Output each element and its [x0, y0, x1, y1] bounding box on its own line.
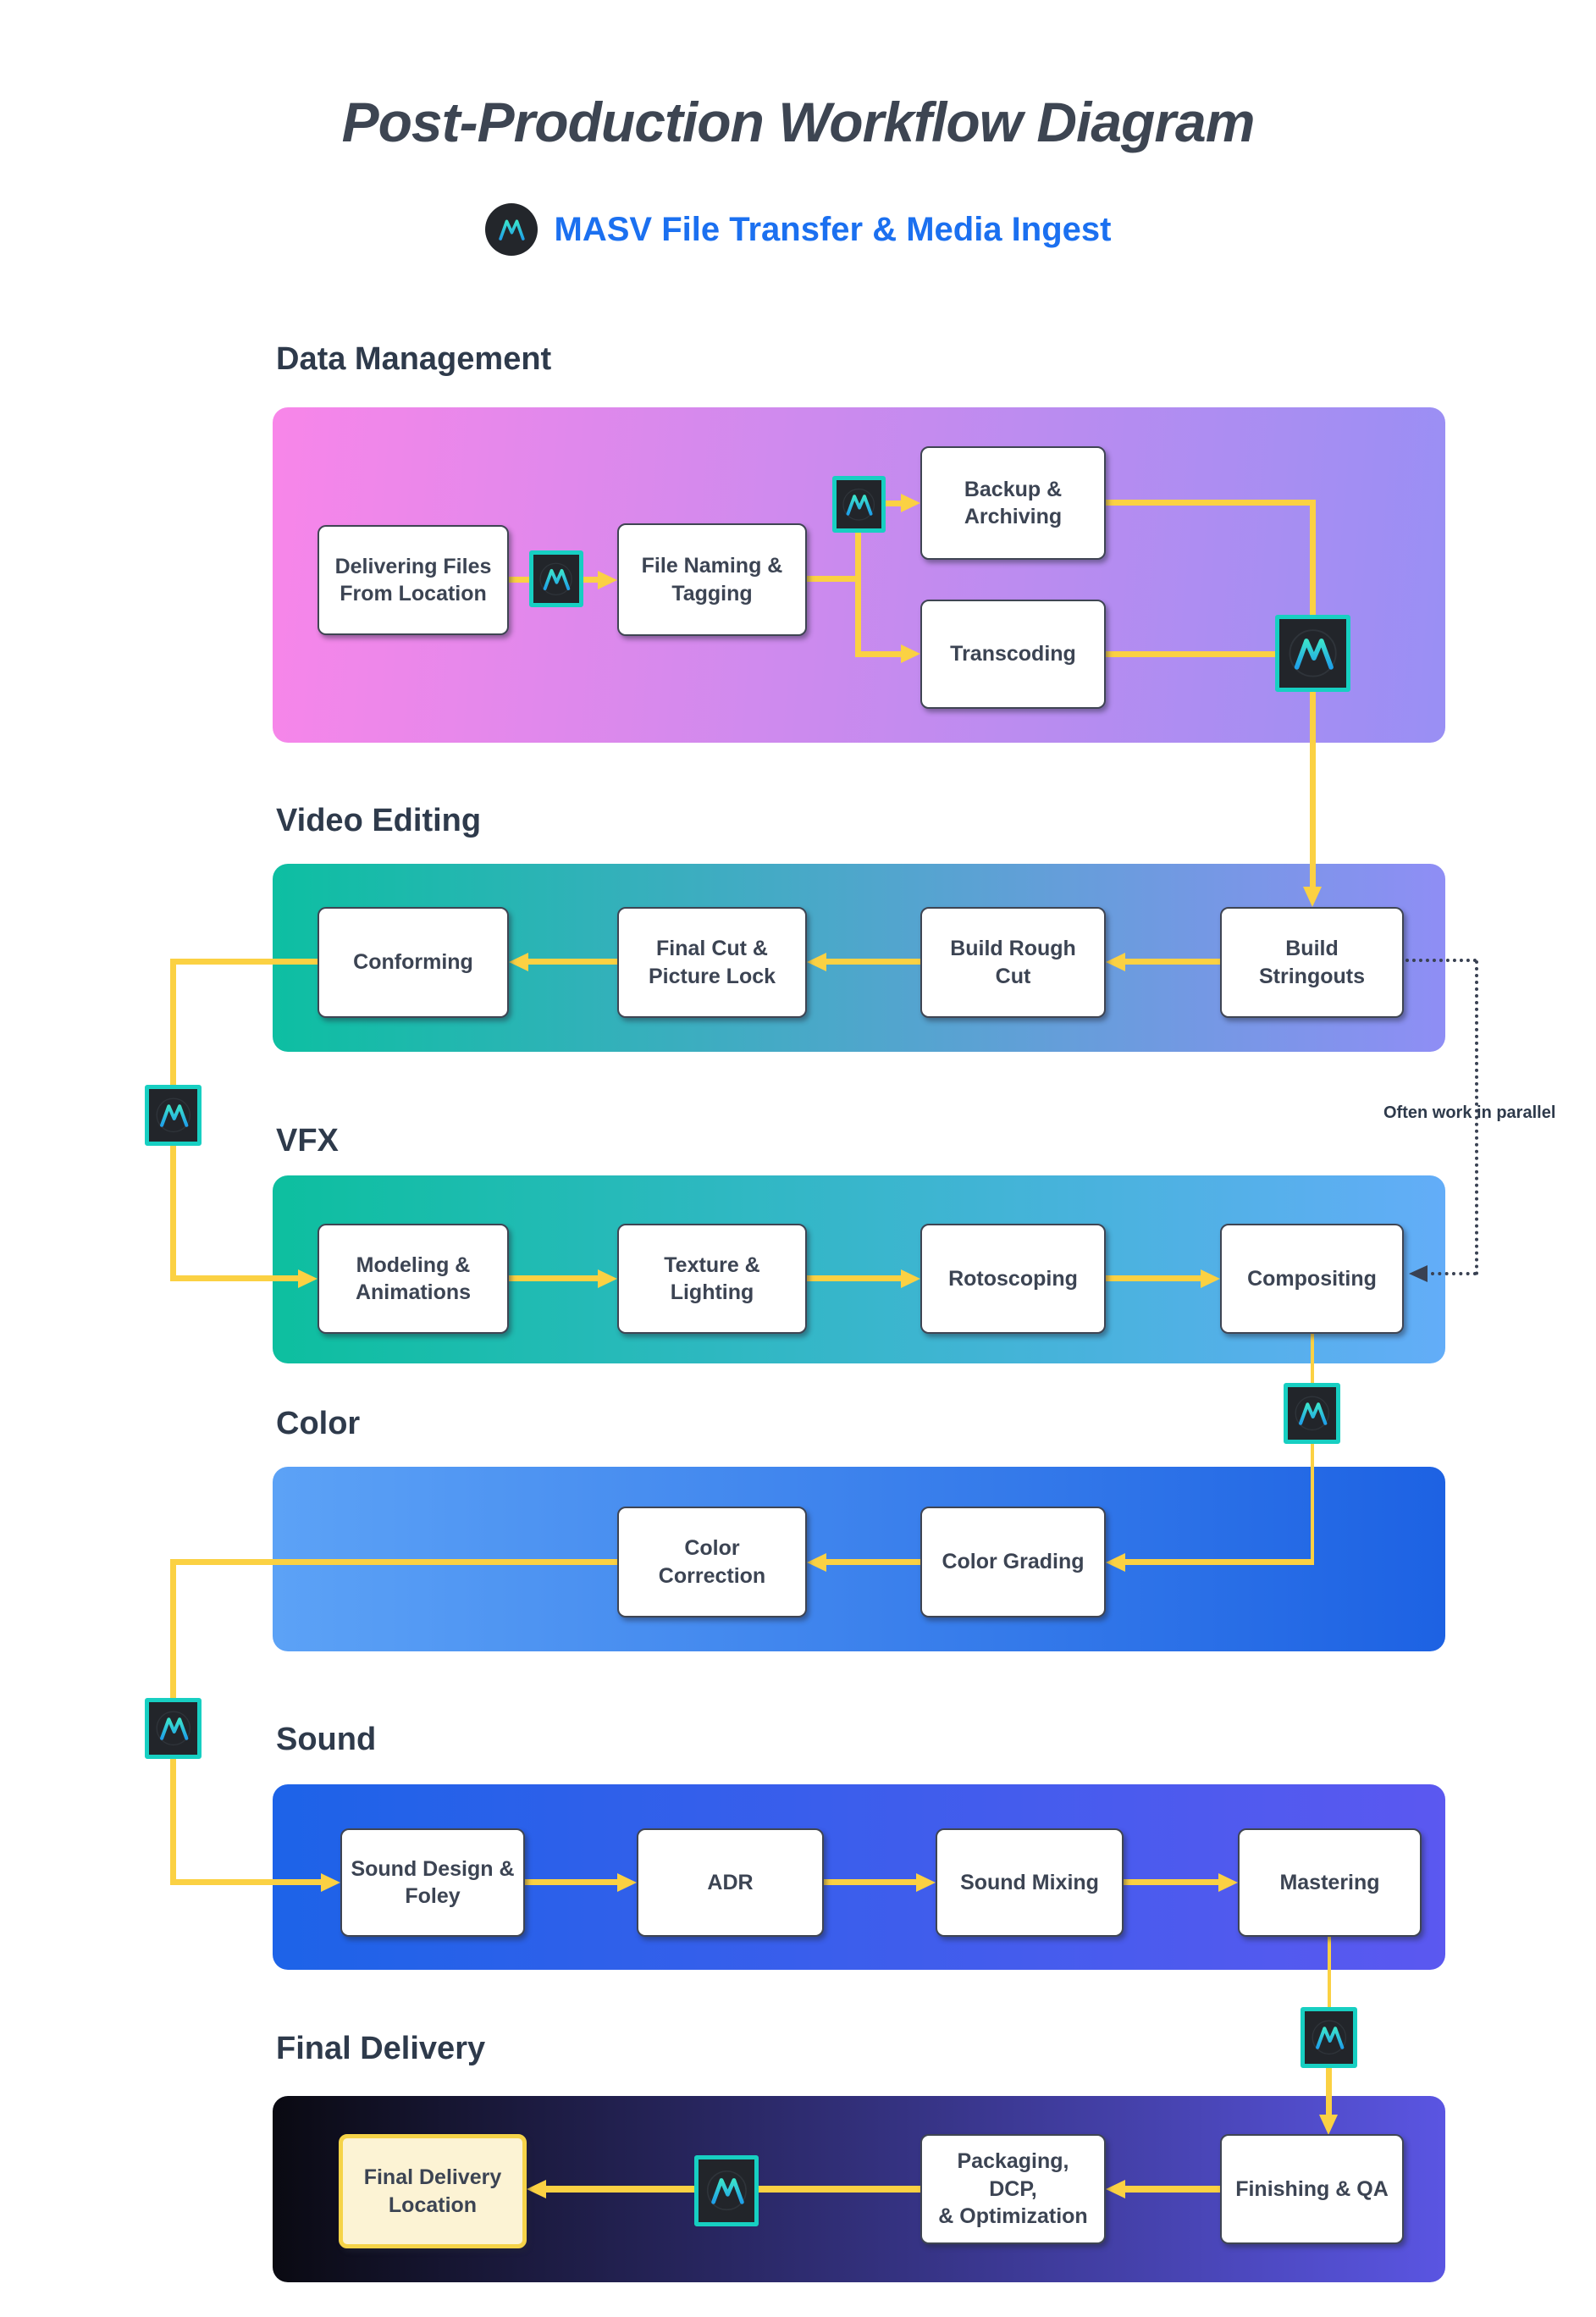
section-label-data-management: Data Management: [276, 341, 552, 377]
node-file-naming-tagging: File Naming & Tagging: [617, 523, 807, 636]
flow-connector: [824, 1879, 917, 1885]
flow-connector: [886, 500, 901, 506]
node-modeling-animations: Modeling & Animations: [318, 1224, 509, 1334]
flow-connector: [1125, 2186, 1220, 2193]
section-label-vfx: VFX: [276, 1123, 339, 1158]
node-build-rough-cut: Build Rough Cut: [920, 907, 1106, 1018]
section-label-video-editing: Video Editing: [276, 803, 482, 838]
connector-arrow-down: [1303, 887, 1322, 907]
subtitle: MASV File Transfer & Media Ingest: [0, 203, 1596, 256]
connector-arrow-right: [901, 644, 920, 663]
node-transcoding: Transcoding: [920, 600, 1106, 709]
connector-arrow-left: [807, 1553, 826, 1572]
flow-connector: [1106, 500, 1313, 506]
connector-arrow-right: [617, 1873, 637, 1892]
node-mastering: Mastering: [1238, 1828, 1422, 1937]
flow-connector: [170, 1559, 617, 1565]
flow-connector: [1124, 1879, 1219, 1885]
node-conforming: Conforming: [318, 907, 509, 1018]
flow-connector: [1125, 1559, 1314, 1565]
flow-connector: [509, 1275, 599, 1281]
section-label-color: Color: [276, 1406, 361, 1441]
connector-arrow-right: [901, 494, 920, 512]
flow-connector: [170, 1879, 322, 1885]
connector-arrow-right: [598, 1269, 617, 1288]
node-adr: ADR: [637, 1828, 824, 1937]
connector-arrow-left: [807, 953, 826, 971]
masv-logo-icon: [484, 203, 538, 256]
masv-transfer-icon: [145, 1698, 202, 1759]
node-final-cut-picture-lock: Final Cut & Picture Lock: [617, 907, 807, 1018]
flow-connector: [826, 959, 920, 965]
flow-connector: [1311, 1444, 1314, 1565]
connector-arrow-left: [527, 2180, 546, 2198]
flow-connector: [1310, 500, 1316, 615]
parallel-arrow-left: [1409, 1265, 1428, 1282]
connector-arrow-left: [1106, 2180, 1125, 2198]
flow-connector: [1106, 651, 1275, 657]
flow-connector: [170, 1146, 176, 1281]
node-packaging-dcp-optimization: Packaging, DCP, & Optimization: [920, 2134, 1106, 2244]
connector-arrow-right: [1218, 1873, 1238, 1892]
page-title: Post-Production Workflow Diagram: [341, 91, 1256, 153]
section-label-sound: Sound: [276, 1722, 377, 1757]
flow-connector: [1125, 959, 1220, 965]
connector-arrow-left: [1106, 953, 1125, 971]
connector-arrow-right: [321, 1873, 340, 1892]
flow-connector: [807, 576, 861, 582]
connector-arrow-right: [1201, 1269, 1220, 1288]
subtitle-label: MASV File Transfer & Media Ingest: [554, 210, 1112, 248]
masv-transfer-icon: [832, 476, 886, 533]
connector-arrow-left: [1106, 1553, 1125, 1572]
masv-transfer-icon: [1284, 1383, 1340, 1444]
node-sound-design-foley: Sound Design & Foley: [340, 1828, 525, 1937]
parallel-dotted-connector: [1405, 959, 1477, 962]
flow-connector: [525, 1879, 618, 1885]
node-build-stringouts: Build Stringouts: [1220, 907, 1404, 1018]
flow-connector: [1106, 1275, 1201, 1281]
parallel-note: Often work in parallel: [1383, 1103, 1556, 1122]
flow-connector: [170, 1559, 176, 1698]
connector-arrow-left: [509, 953, 528, 971]
connector-arrow-right: [916, 1873, 936, 1892]
flow-connector: [170, 1759, 176, 1885]
flow-connector: [826, 1559, 920, 1565]
flow-connector: [170, 1275, 298, 1281]
flow-connector: [170, 959, 176, 1085]
flow-connector: [1310, 692, 1316, 889]
flow-connector: [528, 959, 617, 965]
node-compositing: Compositing: [1220, 1224, 1404, 1334]
flow-connector: [1311, 1334, 1314, 1383]
node-final-delivery-location: Final Delivery Location: [339, 2134, 527, 2248]
flow-connector: [170, 959, 318, 965]
masv-transfer-icon: [1301, 2007, 1357, 2068]
node-color-correction: Color Correction: [617, 1507, 807, 1617]
flow-connector: [855, 533, 861, 657]
flow-connector: [1326, 2068, 1332, 2117]
flow-connector: [1328, 1937, 1331, 2007]
node-finishing-qa: Finishing & QA: [1220, 2134, 1404, 2244]
flow-connector: [855, 651, 901, 657]
connector-arrow-down: [1319, 2115, 1338, 2135]
node-delivering-files: Delivering Files From Location: [318, 525, 509, 635]
node-backup-archiving: Backup & Archiving: [920, 446, 1106, 560]
node-color-grading: Color Grading: [920, 1507, 1106, 1617]
masv-transfer-icon: [1275, 615, 1350, 692]
parallel-dotted-connector: [1475, 960, 1478, 1275]
section-label-final-delivery: Final Delivery: [276, 2031, 486, 2066]
masv-transfer-icon: [694, 2155, 759, 2226]
node-sound-mixing: Sound Mixing: [936, 1828, 1124, 1937]
masv-transfer-icon: [529, 550, 583, 607]
node-rotoscoping: Rotoscoping: [920, 1224, 1106, 1334]
flow-connector: [509, 577, 529, 583]
flow-connector: [807, 1275, 902, 1281]
node-texture-lighting: Texture & Lighting: [617, 1224, 807, 1334]
masv-transfer-icon: [145, 1085, 202, 1146]
connector-arrow-right: [298, 1269, 318, 1288]
connector-arrow-right: [598, 571, 617, 589]
connector-arrow-right: [901, 1269, 920, 1288]
flow-connector: [583, 577, 599, 583]
parallel-dotted-connector: [1431, 1272, 1477, 1275]
